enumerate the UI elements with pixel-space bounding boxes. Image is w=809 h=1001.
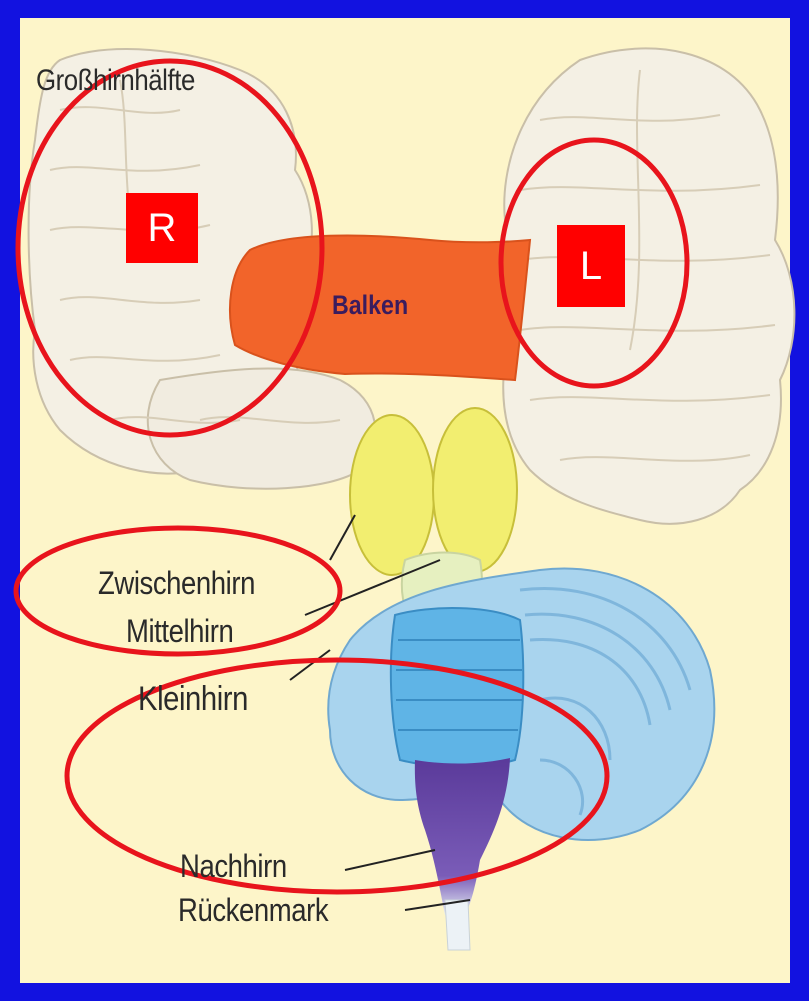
pons <box>391 608 523 767</box>
label-nachhirn: Nachhirn <box>180 848 287 885</box>
label-rueckenmark: Rückenmark <box>178 892 328 929</box>
medulla-oblongata <box>415 758 510 915</box>
label-grosshirnhaelfte: Großhirnhälfte <box>36 64 195 98</box>
label-kleinhirn: Kleinhirn <box>138 680 248 719</box>
spinal-cord <box>445 900 470 950</box>
label-mittelhirn: Mittelhirn <box>126 613 233 650</box>
marker-left: L <box>557 225 625 307</box>
diencephalon-left-lobe <box>350 415 434 575</box>
marker-right: R <box>126 193 198 263</box>
diencephalon-right-lobe <box>433 408 517 572</box>
right-hemisphere-lower-lobe <box>148 368 376 488</box>
label-balken: Balken <box>332 290 408 321</box>
label-zwischenhirn: Zwischenhirn <box>98 565 255 602</box>
